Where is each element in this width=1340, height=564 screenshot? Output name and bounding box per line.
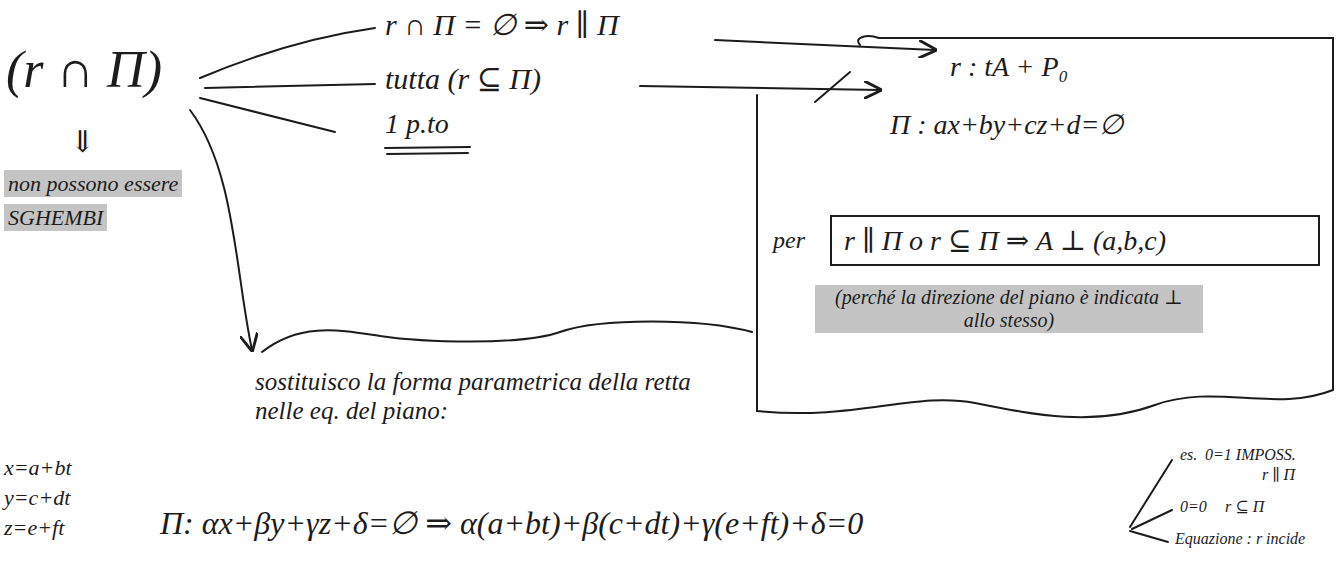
case-note: r ∥ Π <box>1262 466 1295 484</box>
case-note: Equazione : r incide <box>1175 530 1305 548</box>
flow-arrow <box>640 86 880 90</box>
case-note: 0=0 <box>1180 498 1207 516</box>
highlighted-note: SGHEMBI <box>4 204 107 231</box>
arrow-symbol: ⇓ <box>70 125 95 160</box>
main-expression: (r ∩ Π) <box>6 40 162 100</box>
note-text: per <box>773 227 805 255</box>
case-text: 1 p.to <box>385 108 449 140</box>
wavy-arrow <box>190 110 252 350</box>
case-note: r ⊆ Π <box>1225 498 1264 516</box>
flow-arrow <box>715 40 935 50</box>
case-note: 0=1 IMPOSS. <box>1205 446 1296 464</box>
branch-line <box>205 84 375 88</box>
equation: y=c+dt <box>4 485 70 510</box>
condition-text: r ∥ Π o r ⊆ Π ⇒ A ⊥ (a,b,c) <box>844 225 1166 257</box>
underline <box>385 147 470 148</box>
panel-border <box>757 36 1333 417</box>
highlighted-note: non possono essere <box>4 170 182 197</box>
equation: x=a+bt <box>4 455 72 480</box>
note-text: sostituisco la forma parametrica della r… <box>255 368 725 426</box>
underline <box>387 153 468 154</box>
branch-line <box>1132 510 1172 529</box>
equation: Π : ax+by+cz+d=∅ <box>890 109 1123 141</box>
case-note: es. <box>1180 446 1197 464</box>
condition-box: r ∥ Π o r ⊆ Π ⇒ A ⊥ (a,b,c) <box>830 215 1320 266</box>
equation: Π: αx+βy+γz+δ=∅ ⇒ α(a+bt)+β(c+dt)+γ(e+ft… <box>160 505 863 542</box>
case-text: tutta (r ⊆ Π) <box>385 62 541 97</box>
highlighted-note: (perché la direzione del piano è indicat… <box>815 285 1203 333</box>
branch-line <box>200 28 375 78</box>
pen-slash <box>815 72 850 102</box>
region-panel: r : tA + P₀ Π : ax+by+cz+d=∅ per (perché la… <box>755 35 1335 420</box>
branch-line <box>1130 531 1168 542</box>
branch-line <box>1130 460 1172 527</box>
case-text: r ∩ Π = ∅ ⇒ r ∥ Π <box>385 8 619 43</box>
wavy-line <box>262 322 752 353</box>
equation: z=e+ft <box>4 515 64 540</box>
equation: r : tA + P₀ <box>950 51 1068 83</box>
branch-line <box>200 98 335 132</box>
